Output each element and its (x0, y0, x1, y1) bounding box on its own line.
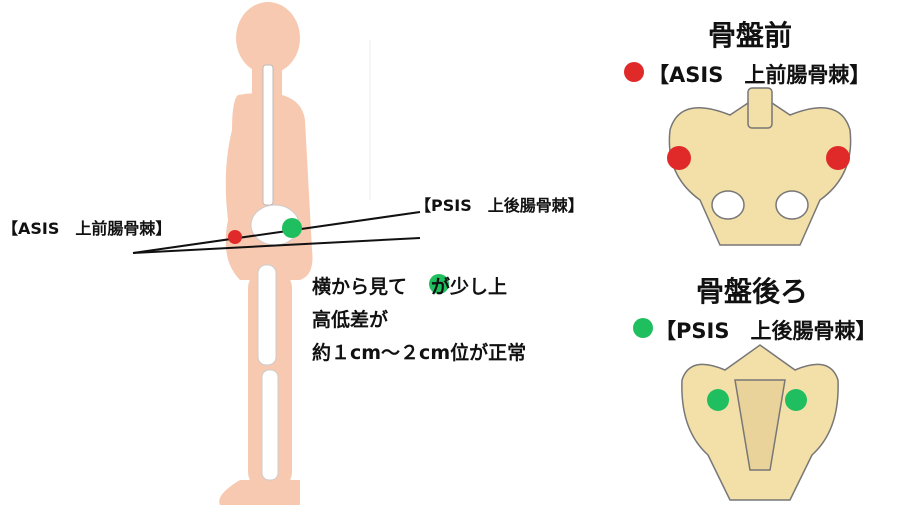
asis-dot-right (826, 146, 850, 170)
spine (262, 64, 274, 206)
asis-dot-side (228, 230, 242, 244)
asis-side-label: 【ASIS 上前腸骨棘】 (2, 219, 172, 238)
explanation-line2: 高低差が (312, 309, 389, 331)
psis-dot-inline (429, 274, 449, 294)
back-title: 骨盤後ろ (696, 275, 809, 308)
explanation-line3: 約１cm〜２cm位が正常 (312, 342, 527, 364)
pelvis-back (681, 344, 839, 501)
explanation-line1-before: 横から見て (312, 276, 408, 298)
asis-dot-left (667, 146, 691, 170)
psis-legend-dot (633, 318, 653, 338)
psis-line (132, 211, 421, 254)
psis-dot-left (707, 389, 729, 411)
asis-line (132, 237, 421, 254)
explanation-line1-after: が少し上 (431, 276, 508, 298)
psis-side-label: 【PSIS 上後腸骨棘】 (415, 196, 584, 215)
psis-dot-right (785, 389, 807, 411)
pelvis-front (668, 87, 852, 246)
front-title: 骨盤前 (708, 19, 793, 52)
front-label: 【ASIS 上前腸骨棘】 (648, 63, 871, 87)
explanation-line1: 横から見て が少し上 (312, 272, 507, 299)
psis-dot-side (282, 218, 302, 238)
back-label: 【PSIS 上後腸骨棘】 (655, 319, 877, 343)
asis-legend-dot (624, 62, 644, 82)
